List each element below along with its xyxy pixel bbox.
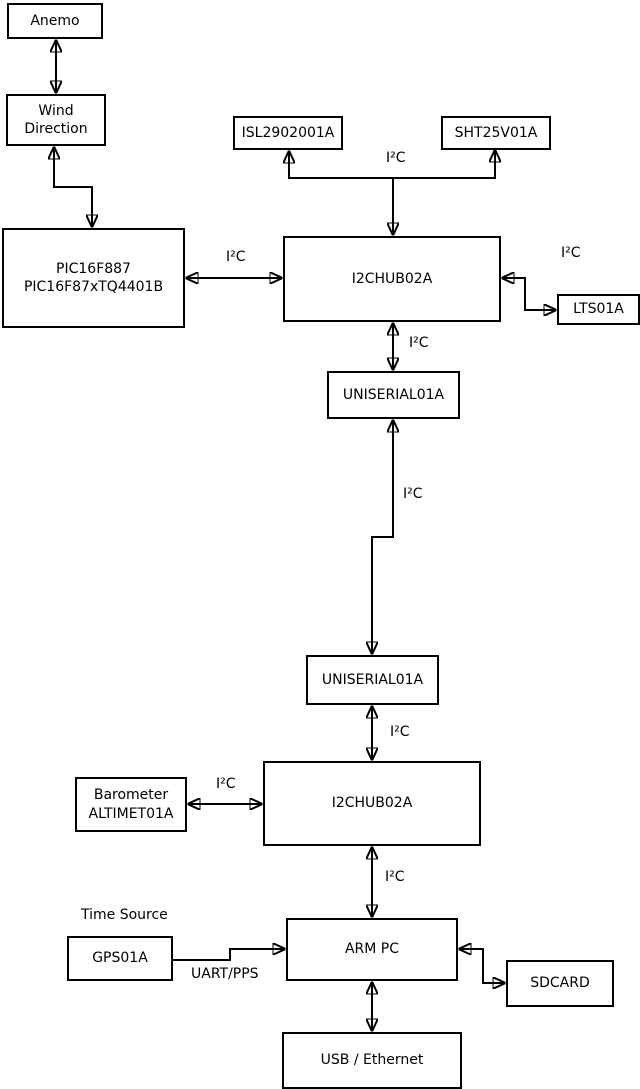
node-isl2902001a-label: ISL2902001A [241, 124, 335, 141]
edge-label-i2c-pic: I²C [226, 249, 246, 265]
node-lts01a-label: LTS01A [573, 301, 624, 318]
wire-winddirection-pic [54, 147, 92, 227]
wire-hubtop-lts [502, 278, 556, 310]
node-pic16f887-label: PIC16F887 PIC16F87xTQ4401B [23, 260, 164, 295]
node-barometer-altimet01a: Barometer ALTIMET01A [75, 777, 187, 832]
wire-uniserial-backbone [372, 420, 393, 654]
edge-label-i2c-sensors: I²C [386, 150, 406, 166]
node-pic16f887: PIC16F887 PIC16F87xTQ4401B [2, 228, 185, 328]
node-sht25v01a-label: SHT25V01A [454, 124, 538, 141]
node-isl2902001a: ISL2902001A [233, 116, 343, 150]
edge-label-i2c-backbone: I²C [403, 486, 423, 502]
node-arm-pc-label: ARM PC [344, 941, 400, 958]
node-arm-pc: ARM PC [286, 918, 458, 981]
edge-label-i2c-barometer: I²C [216, 776, 236, 792]
edge-label-time-source: Time Source [81, 907, 168, 923]
edge-label-i2c-uniserial-hub: I²C [390, 724, 410, 740]
node-sdcard: SDCARD [506, 960, 614, 1007]
node-wind-direction-label: Wind Direction [24, 102, 88, 137]
node-uniserial01a-bottom: UNISERIAL01A [306, 655, 439, 705]
node-uniserial01a-bottom-label: UNISERIAL01A [321, 671, 424, 688]
edge-label-i2c-arm: I²C [385, 869, 405, 885]
edge-label-uart-pps: UART/PPS [191, 966, 259, 982]
node-i2chub02a-top: I2CHUB02A [283, 236, 501, 322]
wire-gps-armpc [173, 949, 285, 961]
node-i2chub02a-bottom: I2CHUB02A [263, 761, 481, 846]
node-i2chub02a-bottom-label: I2CHUB02A [331, 795, 413, 812]
node-sht25v01a: SHT25V01A [441, 116, 551, 150]
node-uniserial01a-top: UNISERIAL01A [327, 371, 460, 419]
node-usb-ethernet: USB / Ethernet [282, 1032, 462, 1089]
node-barometer-altimet01a-label: Barometer ALTIMET01A [88, 787, 174, 822]
node-usb-ethernet-label: USB / Ethernet [320, 1052, 424, 1069]
node-gps01a: GPS01A [67, 936, 173, 981]
node-i2chub02a-top-label: I2CHUB02A [351, 270, 433, 287]
wire-armpc-sdcard [459, 949, 505, 983]
node-anemo: Anemo [7, 3, 103, 39]
edge-label-i2c-hub-uniserial: I²C [409, 335, 429, 351]
edge-label-i2c-lts: I²C [561, 245, 581, 261]
node-gps01a-label: GPS01A [92, 950, 148, 967]
node-wind-direction: Wind Direction [6, 94, 106, 146]
node-anemo-label: Anemo [30, 12, 80, 29]
node-uniserial01a-top-label: UNISERIAL01A [342, 386, 445, 403]
node-sdcard-label: SDCARD [530, 975, 590, 992]
node-lts01a: LTS01A [557, 294, 640, 325]
